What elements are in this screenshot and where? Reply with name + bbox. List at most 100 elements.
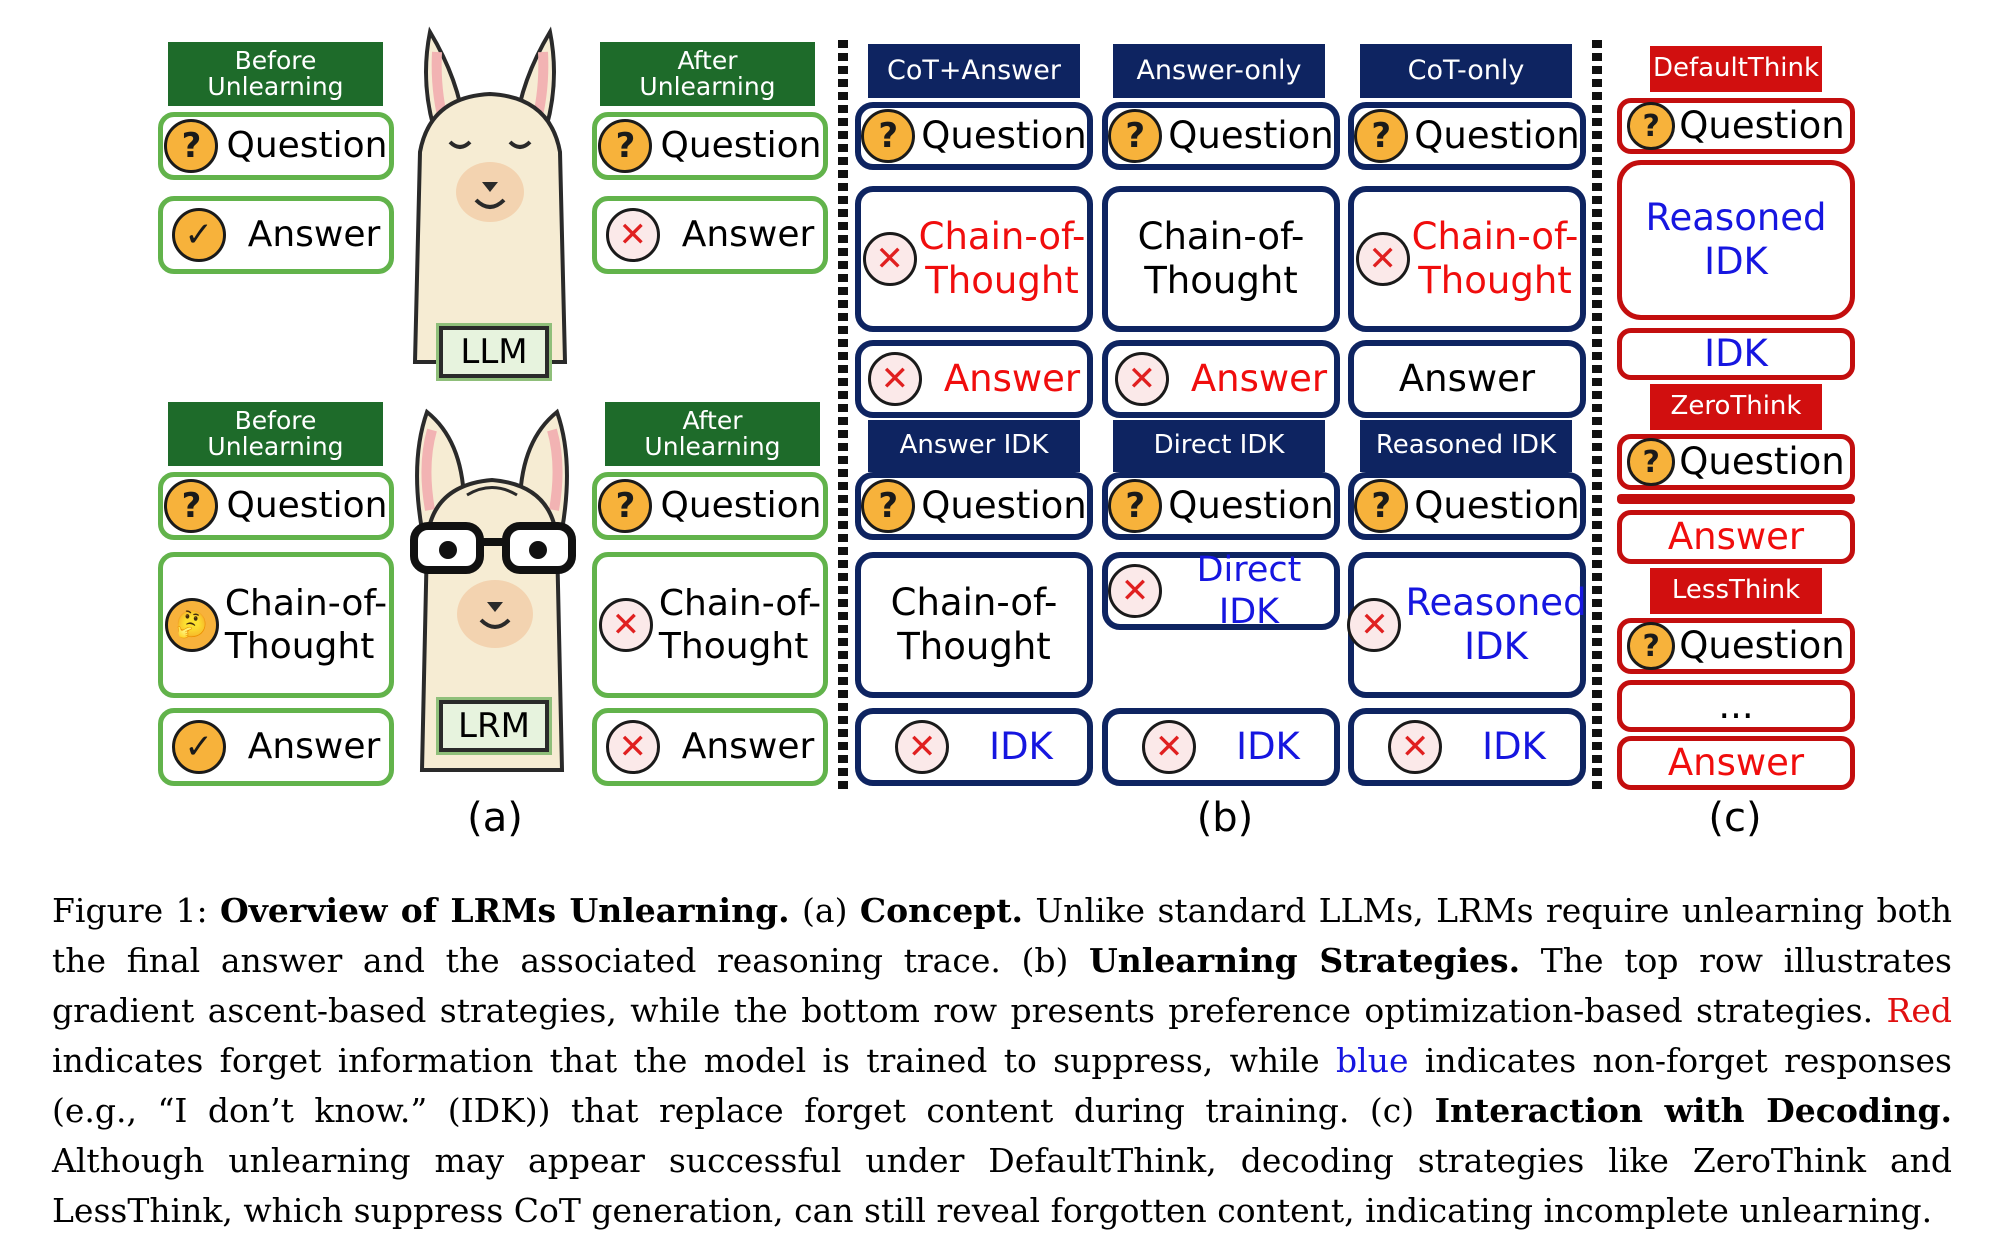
x-icon: ✕	[867, 352, 922, 406]
thinking-face-icon: 🤔	[164, 598, 219, 652]
x-icon: ✕	[862, 232, 917, 286]
x-icon: ✕	[1388, 720, 1443, 774]
question-label: Question	[1679, 103, 1845, 147]
answer-label: Answer	[1667, 514, 1805, 558]
question-label: Question	[1414, 483, 1580, 527]
llama-icon	[412, 26, 568, 364]
answer-box: Answer	[1617, 510, 1855, 564]
direct-idk-header: Direct IDK	[1113, 420, 1325, 472]
ellipsis-box: ...	[1617, 680, 1855, 732]
idk-box: ✕ IDK	[1102, 708, 1340, 786]
question-box: ? Question	[1102, 472, 1340, 540]
caption-b-text: The top row illustrates gradient ascent-…	[52, 941, 1952, 1030]
answer-label: Answer	[1667, 740, 1805, 784]
answer-box: ✕ Answer	[592, 196, 828, 274]
empty-think-box	[1617, 494, 1855, 504]
caption-fig: Figure 1:	[52, 891, 208, 930]
caption-title: Overview of LRMs Unlearning.	[220, 891, 790, 930]
answer-label: Answer	[1398, 356, 1536, 400]
question-icon: ?	[598, 119, 653, 173]
question-label: Question	[226, 485, 388, 527]
llm-tag: LLM	[436, 323, 552, 381]
question-box: ? Question	[158, 112, 394, 180]
caption-red-text: indicates forget information that the mo…	[52, 1041, 1320, 1080]
question-icon: ?	[1108, 479, 1163, 533]
question-icon: ?	[164, 479, 219, 533]
reasoned-idk-box: Reasoned IDK	[1617, 160, 1855, 320]
question-icon: ?	[598, 479, 653, 533]
x-icon: ✕	[605, 208, 660, 262]
caption-c-pre: (c)	[1369, 1091, 1415, 1130]
reasoned-idk-header: Reasoned IDK	[1360, 420, 1572, 472]
question-label: Question	[226, 125, 388, 167]
caption-c-bold: Interaction with Decoding.	[1434, 1091, 1953, 1130]
cot-label: Chain-of- Thought	[890, 580, 1058, 668]
question-box: ? Question	[1348, 102, 1586, 170]
question-box: ? Question	[1617, 434, 1855, 490]
question-box: ? Question	[1348, 472, 1586, 540]
cot-box: Chain-of- Thought	[855, 552, 1093, 698]
panel-c-label: (c)	[1708, 795, 1762, 841]
x-icon: ✕	[1108, 564, 1162, 618]
cot-box: ✕ Chain-of- Thought	[855, 186, 1093, 332]
question-label: Question	[660, 485, 822, 527]
divider-left	[838, 40, 848, 790]
answer-label: Answer	[1190, 356, 1328, 400]
answer-box: ✓ Answer	[158, 708, 394, 786]
question-label: Question	[1679, 623, 1845, 667]
x-icon: ✕	[598, 598, 653, 652]
lrm-tag: LRM	[436, 697, 552, 755]
caption-blue-text: indicates non-forget responses (e.g., “I…	[52, 1041, 1952, 1130]
ellipsis-label: ...	[1718, 683, 1754, 727]
check-icon: ✓	[171, 208, 226, 262]
question-box: ? Question	[158, 472, 394, 540]
caption-b-bold: Unlearning Strategies.	[1089, 941, 1521, 980]
question-icon: ?	[164, 119, 219, 173]
answer-box: ✓ Answer	[158, 196, 394, 274]
answer-box: ✕ Answer	[592, 708, 828, 786]
question-label: Question	[921, 113, 1087, 157]
answer-box: Answer	[1617, 736, 1855, 790]
answer-box: ✕ Answer	[1102, 340, 1340, 418]
answer-box: Answer	[1348, 340, 1586, 418]
question-box: ? Question	[592, 472, 828, 540]
reasoned-idk-box: ✕ Reasoned IDK	[1347, 552, 1587, 698]
caption-a-pre: (a)	[802, 891, 848, 930]
answer-label: Answer	[681, 726, 815, 768]
divider-right	[1592, 40, 1602, 790]
question-box: ? Question	[855, 102, 1093, 170]
x-icon: ✕	[895, 720, 950, 774]
cot-label: Chain-of- Thought	[1411, 214, 1579, 302]
defaultthink-header: DefaultThink	[1650, 46, 1822, 92]
cot-answer-header: CoT+Answer	[868, 44, 1080, 98]
idk-label: IDK	[989, 724, 1053, 768]
question-label: Question	[1679, 439, 1845, 483]
cot-box: ✕ Chain-of- Thought	[592, 552, 828, 698]
question-box: ? Question	[1617, 98, 1855, 154]
before-unlearning-header: Before Unlearning	[168, 42, 383, 106]
figure-caption: Figure 1: Overview of LRMs Unlearning. (…	[52, 886, 1952, 1236]
x-icon: ✕	[1114, 352, 1169, 406]
idk-label: IDK	[1704, 331, 1768, 375]
reasoned-idk-label: Reasoned IDK	[1405, 580, 1587, 668]
cot-only-header: CoT-only	[1360, 44, 1572, 98]
question-label: Question	[1168, 483, 1334, 527]
zerothink-header: ZeroThink	[1650, 384, 1822, 430]
question-label: Question	[1414, 113, 1580, 157]
idk-label: IDK	[1482, 724, 1546, 768]
x-icon: ✕	[1142, 720, 1197, 774]
question-icon: ?	[1354, 479, 1409, 533]
before-unlearning-header: Before Unlearning	[168, 402, 383, 466]
caption-b-pre: (b)	[1021, 941, 1069, 980]
idk-label: IDK	[1236, 724, 1300, 768]
caption-a-text: Unlike standard LLMs, LRMs require unlea…	[52, 891, 1952, 980]
answer-idk-header: Answer IDK	[868, 420, 1080, 472]
after-unlearning-header: After Unlearning	[605, 402, 820, 466]
cot-box: ✕ Chain-of- Thought	[1348, 186, 1586, 332]
x-icon: ✕	[1347, 598, 1402, 652]
llama-mouth	[457, 580, 533, 648]
direct-idk-box: ✕ Direct IDK	[1102, 550, 1340, 632]
question-icon: ?	[1108, 109, 1163, 163]
question-icon: ?	[1627, 102, 1676, 150]
caption-red-word: Red	[1886, 991, 1952, 1030]
